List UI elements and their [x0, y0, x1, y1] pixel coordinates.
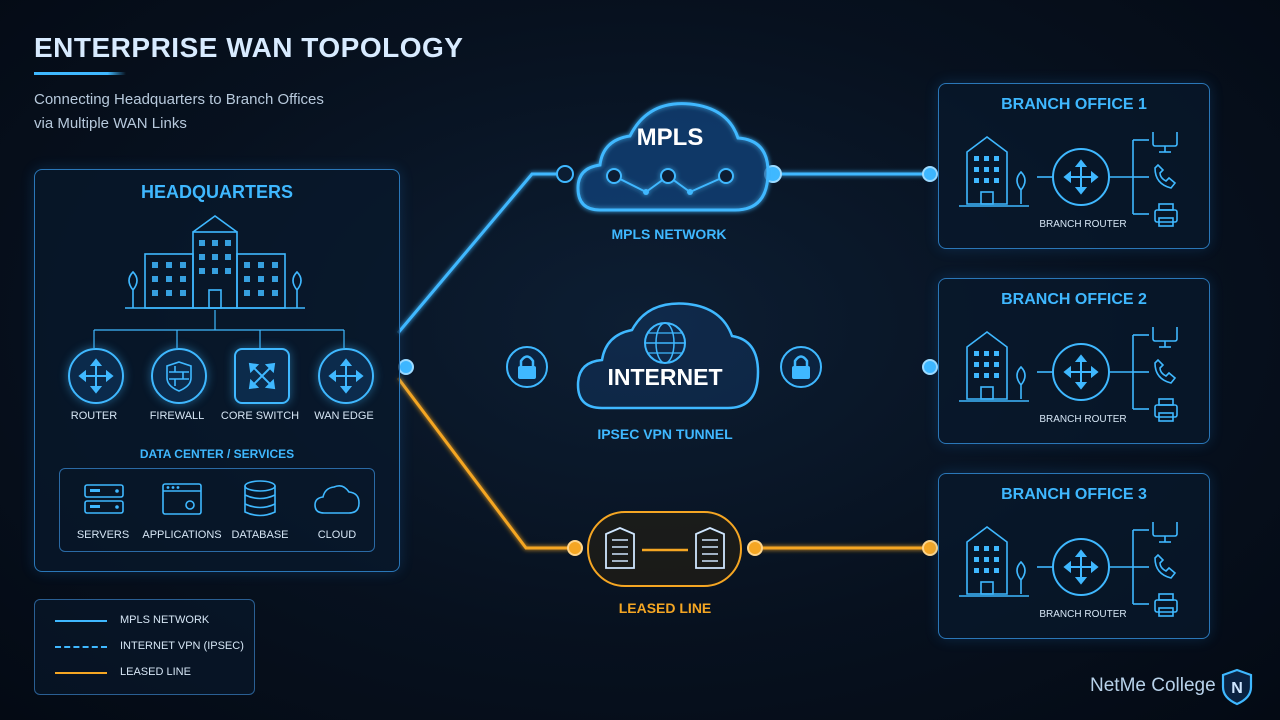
- link-endpoints: [398, 165, 938, 556]
- ipsec-vpn-label: IPSEC VPN TUNNEL: [597, 426, 733, 442]
- leased-line-label: LEASED LINE: [618, 600, 712, 616]
- servers-icon: [84, 484, 124, 514]
- branch-office-1-diagram: [959, 132, 1178, 227]
- leased-link: [396, 377, 930, 550]
- internet-cloud-icon: [576, 302, 760, 410]
- servers-label: SERVERS: [76, 529, 130, 541]
- headquarters-title: HEADQUARTERS: [140, 182, 293, 202]
- mpls-network-label: MPLS NETWORK: [611, 226, 727, 242]
- cloud-label: CLOUD: [317, 529, 357, 541]
- branch-office-1-panel: BRANCH OFFICE 1 BRANCH ROUTER: [938, 83, 1210, 249]
- branch-office-3-title: BRANCH OFFICE 3: [1001, 486, 1147, 503]
- branch-office-2-title: BRANCH OFFICE 2: [1001, 291, 1147, 308]
- branch-office-3-panel: BRANCH OFFICE 3 BRANCH ROUTER: [938, 473, 1210, 639]
- hq-wan-edge-label: WAN EDGE: [314, 410, 374, 422]
- data-center-title: DATA CENTER / SERVICES: [139, 447, 295, 461]
- hq-bus-lines: [93, 310, 345, 348]
- legend-item-leased: LEASED LINE: [35, 663, 254, 683]
- hq-firewall-label: FIREWALL: [149, 410, 205, 422]
- data-center-box: SERVERS APPLICATIONS DATABASE CLOUD: [59, 468, 375, 552]
- lock-icon-right: [780, 346, 822, 388]
- legend-dashed-line: [55, 646, 107, 648]
- branch-office-3-router-label: BRANCH ROUTER: [1039, 609, 1127, 620]
- legend-orange-line: [55, 672, 107, 674]
- branch-office-1-router-label: BRANCH ROUTER: [1039, 219, 1127, 230]
- legend: MPLS NETWORK INTERNET VPN (IPSEC) LEASED…: [34, 599, 255, 695]
- mpls-cloud-icon: [576, 102, 770, 212]
- legend-item-vpn: INTERNET VPN (IPSEC): [35, 637, 254, 657]
- page-subtitle: Connecting Headquarters to Branch Office…: [34, 91, 324, 132]
- brand-logo-letter: N: [1231, 680, 1243, 697]
- applications-label: APPLICATIONS: [142, 529, 222, 541]
- title-underline: [34, 72, 126, 75]
- hq-wan-edge-icon: [318, 348, 374, 404]
- hq-router-label: ROUTER: [70, 410, 118, 422]
- page-title: ENTERPRISE WAN TOPOLOGY: [34, 32, 464, 63]
- cloud-icon: [314, 485, 360, 514]
- mpls-link: [396, 172, 930, 334]
- legend-solid-line: [55, 620, 107, 622]
- leased-line-icon: [587, 511, 742, 587]
- hq-router-icon: [68, 348, 124, 404]
- hq-core-switch-label: CORE SWITCH: [220, 410, 300, 422]
- headquarters-panel: HEADQUARTERS: [34, 169, 400, 572]
- branch-office-2-panel: BRANCH OFFICE 2 BRANCH ROUTER: [938, 278, 1210, 444]
- lock-icon-left: [506, 346, 548, 388]
- database-label: DATABASE: [231, 529, 289, 541]
- headquarters-building-icon: [125, 215, 305, 309]
- hq-core-switch-icon: [234, 348, 290, 404]
- branch-office-2-router-label: BRANCH ROUTER: [1039, 414, 1127, 425]
- database-icon: [244, 480, 276, 517]
- brand-name: NetMe College: [1090, 675, 1216, 696]
- brand-shield-icon: N: [1221, 668, 1253, 706]
- hq-firewall-icon: [151, 348, 207, 404]
- internet-cloud-title: INTERNET: [607, 364, 723, 390]
- applications-icon: [162, 483, 202, 515]
- branch-office-1-title: BRANCH OFFICE 1: [1001, 96, 1147, 113]
- legend-item-mpls: MPLS NETWORK: [35, 611, 254, 631]
- branch-office-3-diagram: [959, 522, 1178, 617]
- branch-office-2-diagram: [959, 327, 1178, 422]
- mpls-cloud-title: MPLS: [636, 124, 704, 151]
